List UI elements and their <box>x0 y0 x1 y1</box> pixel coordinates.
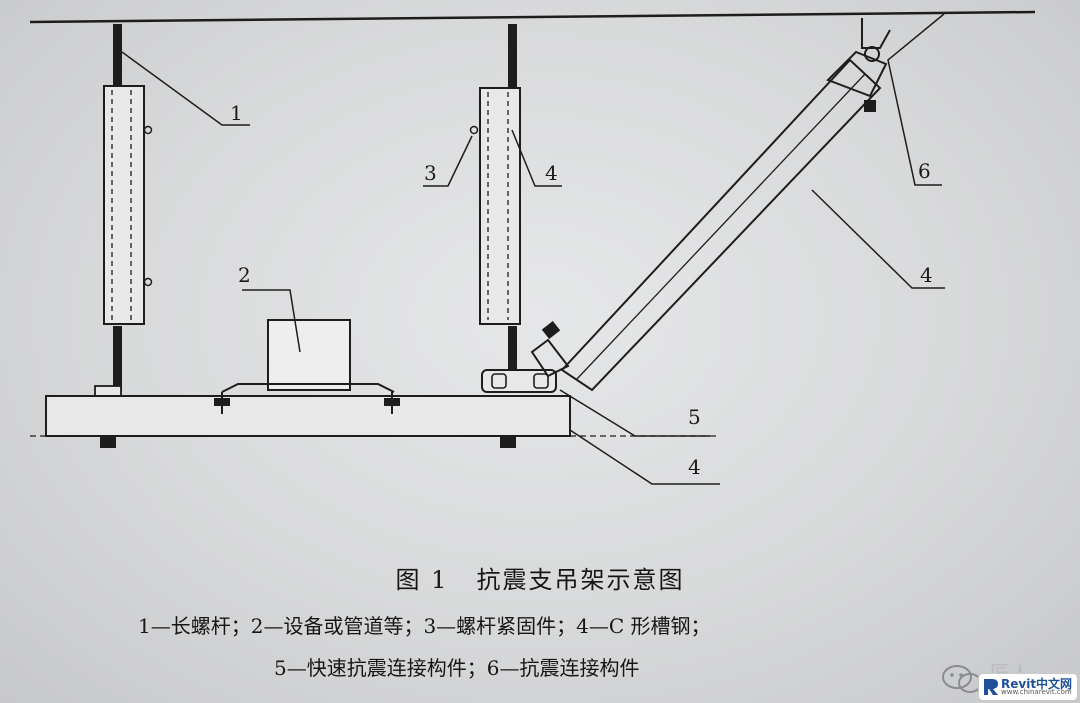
left-c-channel-vertical <box>103 85 145 325</box>
seismic-connector-top <box>826 18 891 112</box>
left-long-rod-bottom <box>113 326 122 392</box>
revit-logo-icon <box>984 679 998 695</box>
legend-line-2: 5—快速抗震连接构件；6—抗震连接构件 <box>274 656 640 680</box>
leader-lines <box>121 13 945 485</box>
label-part-1: 1 <box>230 101 243 125</box>
middle-long-rod-bottom <box>508 326 517 392</box>
label-part-4-diagonal: 4 <box>920 263 933 287</box>
watermark-brand: Revit中文网 <box>1001 677 1073 691</box>
watermark-badge: Revit中文网 www.chinarevit.com <box>978 673 1078 701</box>
legend-line-1: 1—长螺杆；2—设备或管道等；3—螺杆紧固件；4—C 形槽钢； <box>138 614 711 638</box>
label-part-5: 5 <box>688 405 701 429</box>
label-part-4-bottom: 4 <box>688 455 701 479</box>
left-hanger <box>94 24 153 448</box>
figure-number: 图 1 <box>395 566 449 594</box>
label-part-4-vertical: 4 <box>545 161 558 185</box>
figure-title: 抗震支吊架示意图 <box>476 566 685 594</box>
diagonal-brace <box>560 58 882 392</box>
quick-seismic-connector <box>481 320 570 393</box>
equipment-block <box>214 319 400 414</box>
middle-hanger <box>469 24 521 448</box>
bracing-diagram: 1 2 3 4 4 6 5 4 <box>29 10 1036 485</box>
ceiling-line <box>29 10 1036 24</box>
label-part-2: 2 <box>238 263 251 287</box>
label-part-6: 6 <box>918 159 931 183</box>
watermark-url: www.chinarevit.com <box>1001 688 1072 696</box>
middle-c-channel-vertical <box>479 87 521 325</box>
figure-caption: 图 1 抗震支吊架示意图 <box>0 560 1080 595</box>
bottom-c-channel <box>30 395 720 437</box>
middle-long-rod-top <box>508 24 517 90</box>
label-part-3: 3 <box>424 161 437 185</box>
watermark: 匠人 Revit中文网 www.chinarevit.com <box>940 657 1078 701</box>
left-long-rod-top <box>113 24 122 88</box>
